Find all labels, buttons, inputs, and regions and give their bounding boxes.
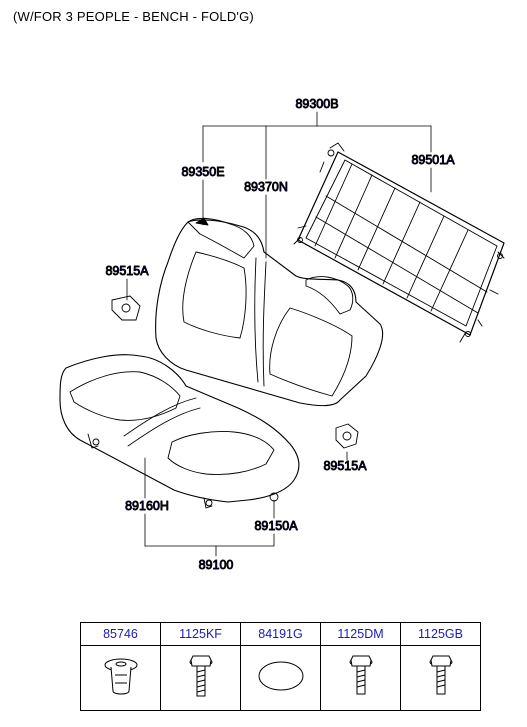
seat-back-cushion[interactable]: [155, 217, 384, 407]
legend-cell-bolt-3: [400, 645, 481, 711]
callout-89515a-left[interactable]: 89515A: [105, 264, 150, 279]
clip-icon: [104, 658, 137, 694]
bolt-icon: [189, 655, 212, 696]
hardware-legend-table: 85746 1125KF 84191G 1125DM 1125GB: [80, 622, 481, 711]
seat-back-frame[interactable]: [293, 142, 505, 343]
bolt-icon: [349, 655, 372, 694]
striker-right[interactable]: [335, 423, 359, 449]
legend-part-1125dm[interactable]: 1125DM: [320, 622, 401, 646]
callout-89300b[interactable]: 89300B: [295, 97, 339, 112]
callout-89160h[interactable]: 89160H: [125, 499, 170, 514]
callout-89501a[interactable]: 89501A: [411, 153, 456, 168]
legend-cell-bolt-1: [160, 645, 241, 711]
callout-89515a-right[interactable]: 89515A: [323, 459, 368, 474]
legend-cell-clip: [80, 645, 161, 711]
bolt-icon: [429, 655, 452, 694]
leader-lines: [126, 111, 432, 557]
seat-exploded-diagram: 89300B 89350E 89370N 89501A 89515A 89515…: [59, 97, 505, 573]
legend-part-1125gb[interactable]: 1125GB: [400, 622, 481, 646]
legend-part-85746[interactable]: 85746: [80, 622, 161, 646]
legend-part-1125kf[interactable]: 1125KF: [160, 622, 241, 646]
striker-left[interactable]: [111, 295, 141, 321]
callout-89100[interactable]: 89100: [198, 558, 234, 573]
legend-cell-bolt-2: [320, 645, 401, 711]
callout-89370n[interactable]: 89370N: [244, 180, 289, 195]
plug-icon: [258, 661, 303, 690]
legend-part-84191g[interactable]: 84191G: [240, 622, 321, 646]
diagram-heading: (W/FOR 3 PEOPLE - BENCH - FOLD'G): [13, 9, 254, 24]
legend-header-row: 85746 1125KF 84191G 1125DM 1125GB: [80, 622, 481, 646]
seat-cushion[interactable]: [59, 354, 300, 509]
legend-cell-plug: [240, 645, 321, 711]
callout-89150a[interactable]: 89150A: [254, 519, 299, 534]
legend-icon-row: [80, 645, 481, 711]
callout-89350e[interactable]: 89350E: [181, 165, 225, 180]
